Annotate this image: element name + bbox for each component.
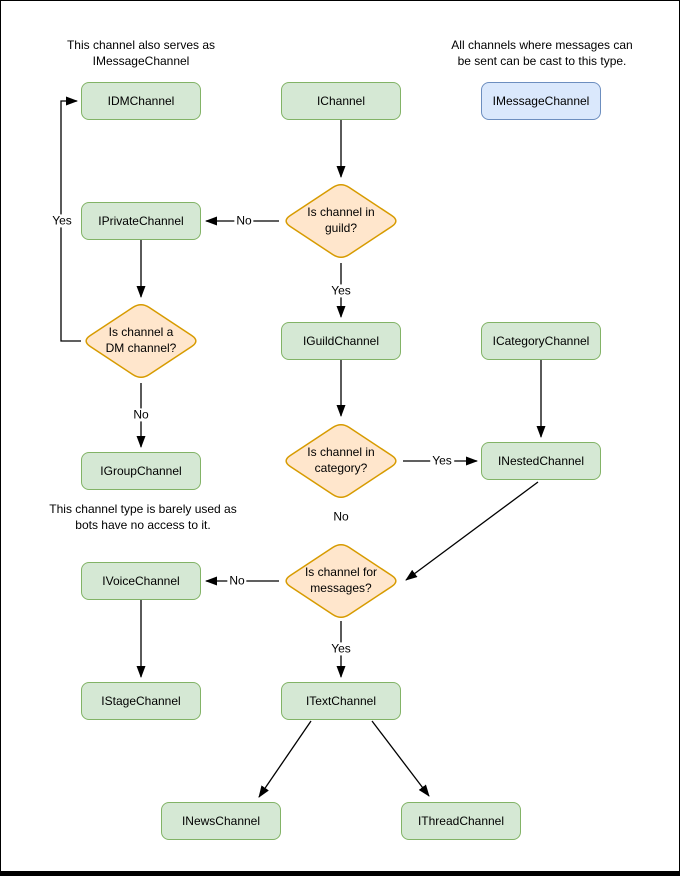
edge-label-guild-yes: Yes	[329, 283, 353, 298]
edge-label-dm-yes: Yes	[50, 213, 74, 228]
note-imessagechannel: All channels where messages can be sent …	[451, 38, 633, 68]
node-inewschannel: INewsChannel	[161, 802, 281, 840]
note-idmchannel: This channel also serves as IMessageChan…	[66, 38, 216, 68]
node-igroupchannel: IGroupChannel	[81, 452, 201, 490]
decision-is-channel-in-category: Is channel in category?	[281, 421, 401, 501]
node-iguildchannel: IGuildChannel	[281, 322, 401, 360]
diamond-shape	[85, 304, 197, 378]
edge-inestedchannel-to-messages-decision	[405, 481, 539, 581]
node-imessagechannel: IMessageChannel	[481, 82, 601, 120]
edge-itextchannel-to-ithreadchannel	[371, 720, 430, 797]
node-itextchannel: ITextChannel	[281, 682, 401, 720]
edge-label-guild-no: No	[234, 213, 254, 228]
diamond-shape	[285, 424, 397, 498]
note-igroupchannel: This channel type is barely used as bots…	[49, 502, 237, 532]
edge-label-category-yes: Yes	[430, 453, 454, 468]
edge-label-messages-no: No	[227, 573, 247, 588]
diamond-shape	[285, 184, 397, 258]
node-ithreadchannel: IThreadChannel	[401, 802, 521, 840]
decision-is-channel-for-messages: Is channel for messages?	[281, 541, 401, 621]
node-iprivatechannel: IPrivateChannel	[81, 202, 201, 240]
diamond-shape	[285, 544, 397, 618]
decision-label: Is channel for messages?	[304, 565, 378, 595]
node-ivoicechannel: IVoiceChannel	[81, 562, 201, 600]
edge-label-messages-yes: Yes	[329, 641, 353, 656]
node-ichannel: IChannel	[281, 82, 401, 120]
node-idmchannel: IDMChannel	[81, 82, 201, 120]
decision-is-channel-in-guild: Is channel in guild?	[281, 181, 401, 261]
edge-label-dm-no: No	[131, 407, 151, 422]
decision-label: Is channel in category?	[307, 445, 375, 475]
node-icategorychannel: ICategoryChannel	[481, 322, 601, 360]
node-istagechannel: IStageChannel	[81, 682, 201, 720]
decision-label: Is channel in guild?	[307, 205, 375, 235]
node-inestedchannel: INestedChannel	[481, 442, 601, 480]
edge-label-category-no: No	[331, 509, 351, 524]
decision-label: Is channel a DM channel?	[105, 325, 177, 355]
decision-is-dm-channel: Is channel a DM channel?	[81, 301, 201, 381]
edge-itextchannel-to-inewschannel	[258, 720, 312, 798]
